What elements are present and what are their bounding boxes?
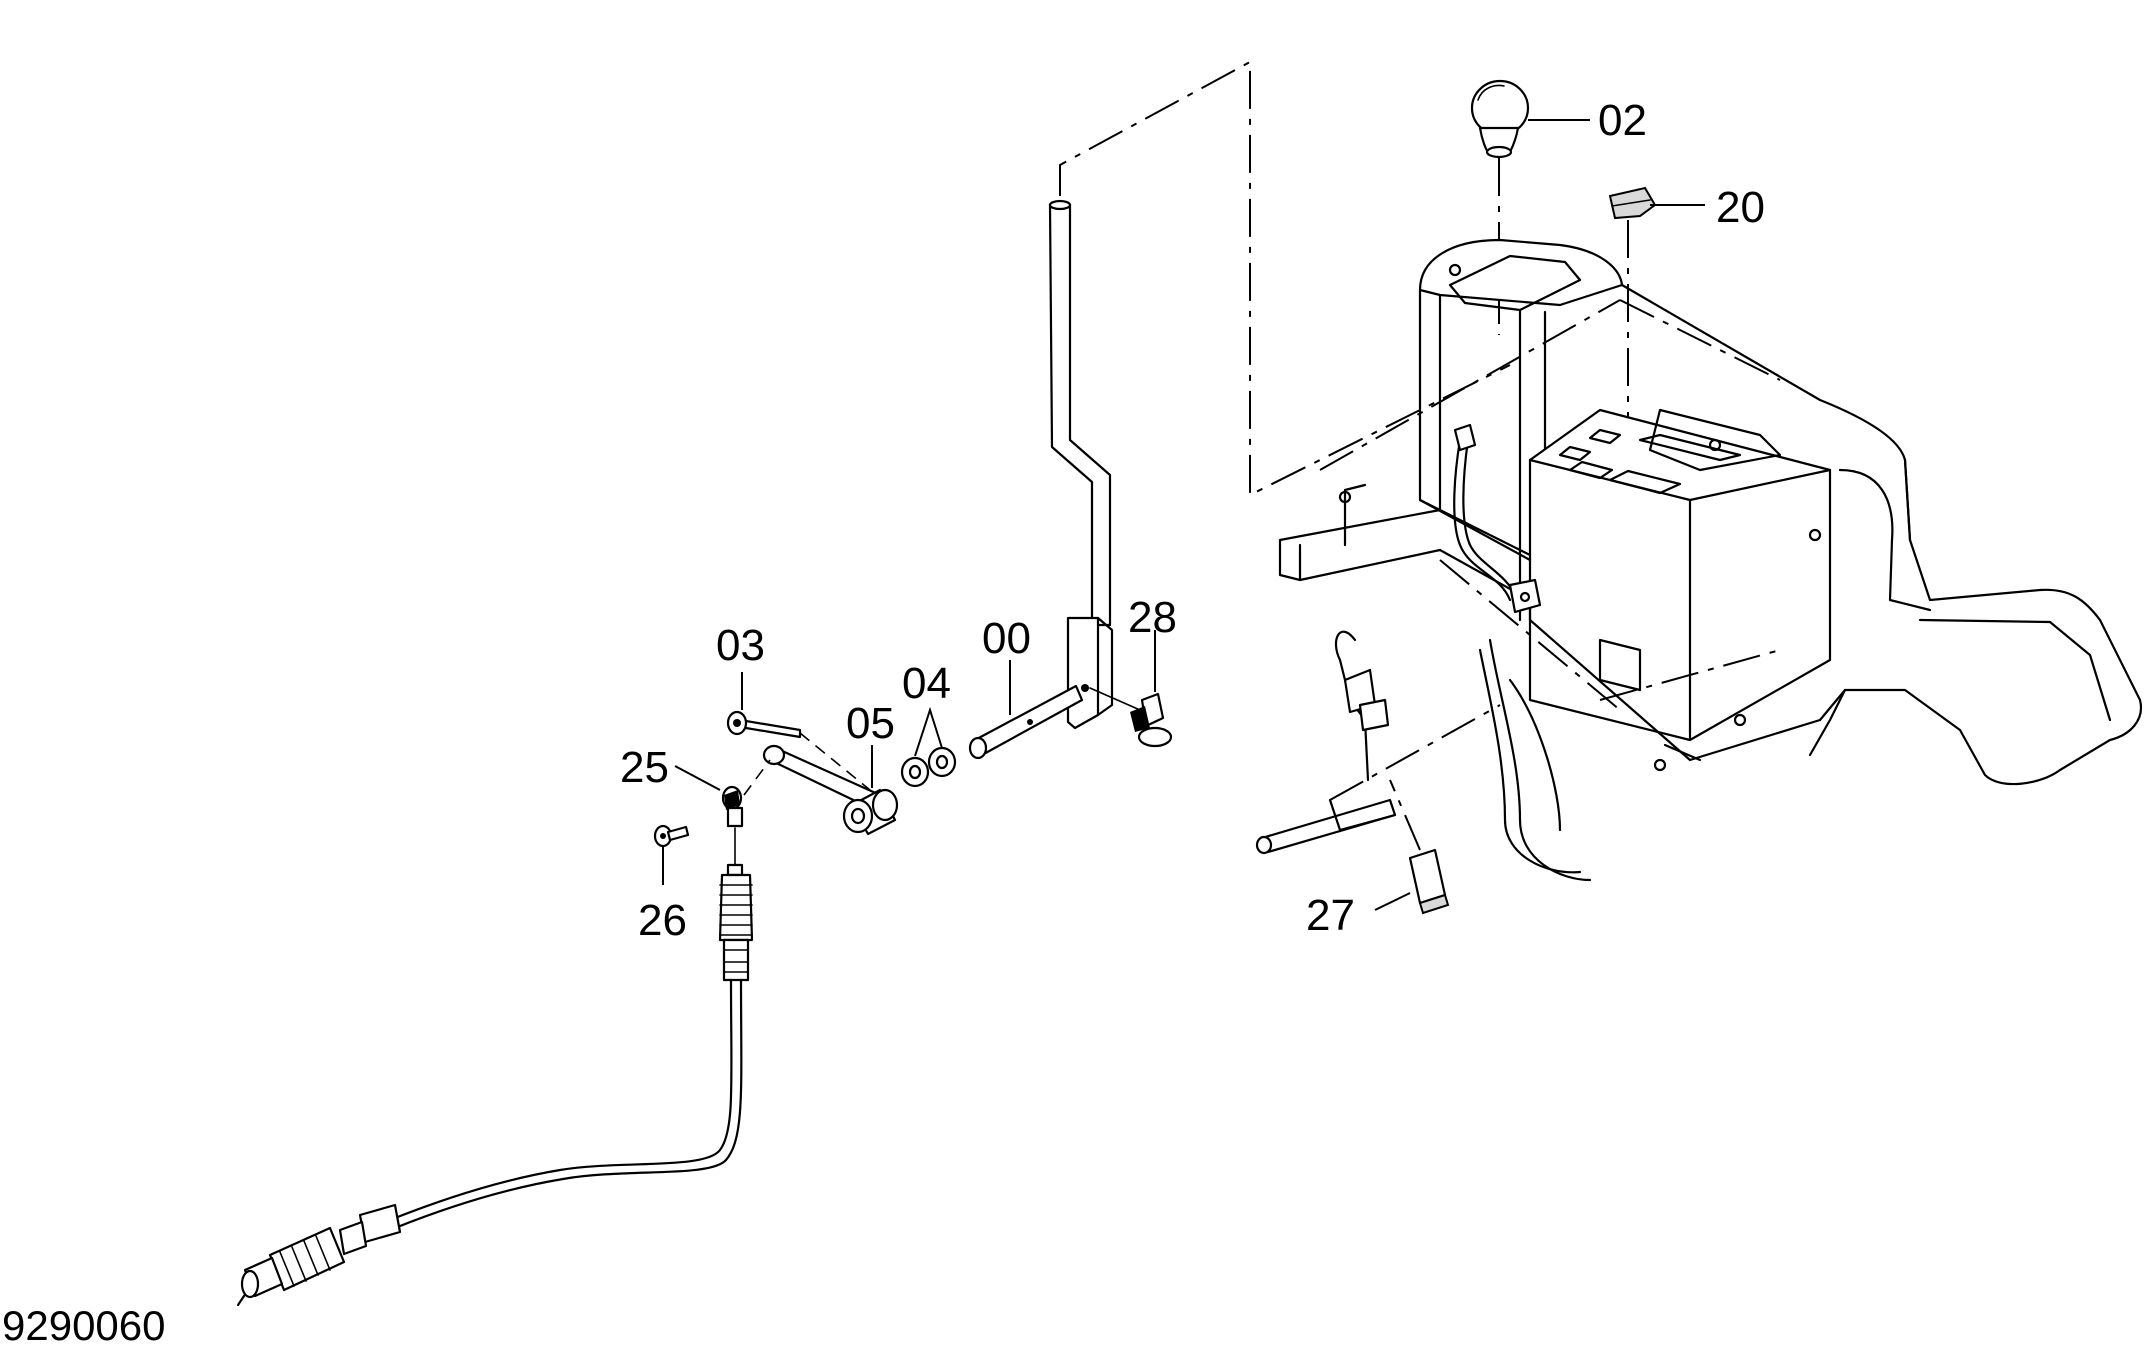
leader-04 <box>914 706 943 757</box>
screw-part <box>653 824 690 848</box>
drawing-number: 9290060 <box>2 1302 166 1345</box>
bolt-part <box>726 710 871 791</box>
leader-27 <box>1374 892 1411 911</box>
ball-joint-part <box>721 759 771 828</box>
alignment-line-rod <box>1059 60 1511 497</box>
clip-part <box>1089 687 1173 748</box>
washers-part <box>900 746 957 788</box>
label-04: 04 <box>902 659 951 708</box>
control-cable-part <box>236 827 754 1307</box>
leader-25 <box>674 765 721 791</box>
connector-part <box>1408 848 1450 915</box>
alignment-line-connector <box>1329 704 1501 851</box>
label-27: 27 <box>1306 891 1355 940</box>
shift-lever-part <box>968 199 1114 760</box>
knob-part <box>1470 79 1530 159</box>
cap-part <box>1608 186 1657 220</box>
label-05: 05 <box>846 699 895 748</box>
console-frame-part <box>1255 238 2143 882</box>
label-25: 25 <box>620 743 669 792</box>
label-00: 00 <box>982 614 1031 663</box>
label-02: 02 <box>1598 96 1647 145</box>
label-20: 20 <box>1716 183 1765 232</box>
lever-arm-part <box>762 744 899 836</box>
label-28: 28 <box>1128 593 1177 642</box>
label-03: 03 <box>716 621 765 670</box>
label-26: 26 <box>638 896 687 945</box>
